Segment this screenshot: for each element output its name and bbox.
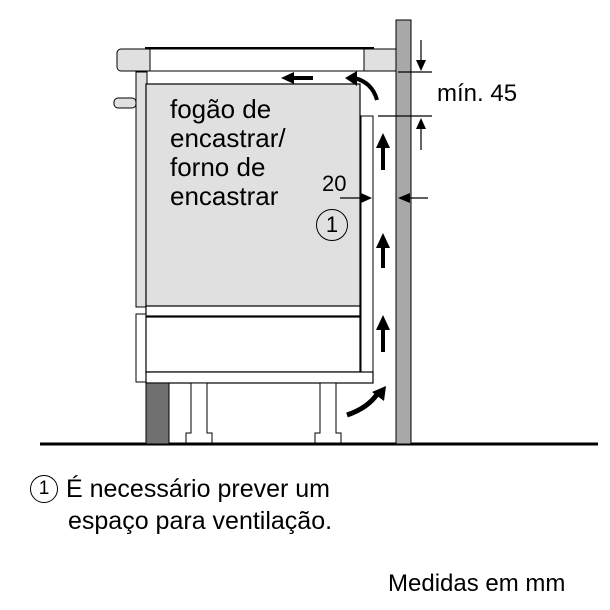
dimension-markers: [340, 40, 432, 203]
dimension-20: 20: [322, 171, 347, 196]
dimension-min-45: mín. 45: [437, 80, 518, 107]
appliance-label-line: encastrar/: [170, 123, 286, 153]
appliance-label-line: fogão de: [170, 94, 272, 124]
appliance-label-line: forno de: [170, 152, 266, 182]
units-label: Medidas em mm: [388, 570, 566, 597]
drawer: [145, 316, 361, 373]
plinth: [145, 382, 170, 445]
legend-line-1: É necessário prever um: [66, 475, 331, 503]
side-wall: [395, 19, 412, 445]
callout-marker-1: 1: [316, 209, 348, 241]
worktop-right: [363, 48, 397, 72]
appliance-label: fogão de encastrar/ forno de encastrar: [170, 95, 370, 211]
legend-line-2: espaço para ventilação.: [68, 507, 333, 535]
airflow-arrows: [281, 71, 390, 418]
legend-marker: 1: [30, 475, 58, 503]
foot-right: [314, 382, 342, 444]
appliance-label-line: encastrar: [170, 181, 279, 211]
hob: [149, 48, 365, 72]
foot-left: [185, 382, 213, 444]
oven-body: [145, 83, 361, 308]
legend-note: 1 É necessário prever um espaço para vent…: [30, 473, 332, 537]
oven-handle: [113, 97, 137, 109]
